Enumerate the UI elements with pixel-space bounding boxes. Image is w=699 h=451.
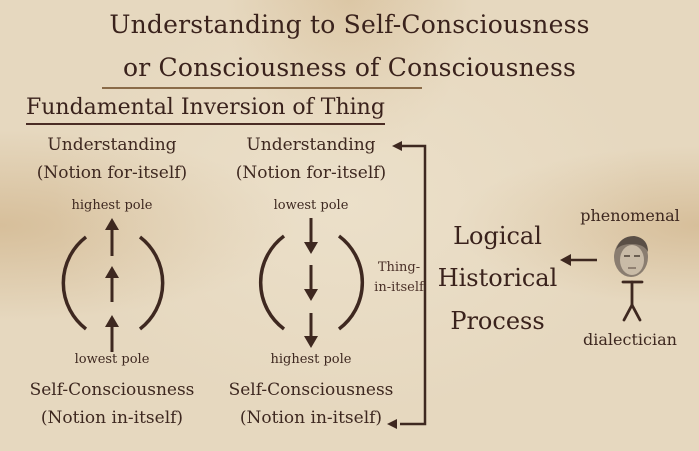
middle-cycle-parentheses [258, 234, 365, 331]
figure-top-label: phenomenal [580, 206, 680, 225]
dialectician-portrait-icon [614, 236, 648, 277]
inversion-bracket-connector [387, 141, 427, 429]
left-up-arrows-icon [105, 218, 119, 352]
left-top-sublabel: (Notion for-itself) [36, 163, 188, 183]
thing-in-itself-label-1: Thing- [377, 260, 421, 275]
title-divider [102, 87, 422, 89]
figure-bottom-label: dialectician [583, 330, 677, 349]
left-cycle-parentheses [61, 235, 165, 331]
process-historical: Historical [437, 264, 558, 292]
middle-top-pole: lowest pole [273, 198, 349, 213]
left-bottom-label: Self-Consciousness [29, 380, 195, 400]
middle-bottom-pole: highest pole [270, 352, 352, 367]
middle-top-sublabel: (Notion for-itself) [235, 163, 387, 183]
process-process: Process [450, 307, 545, 335]
subtitle: Fundamental Inversion of Thing [26, 93, 385, 125]
thing-in-itself-label-2: in-itself [374, 280, 424, 295]
left-bottom-pole: lowest pole [74, 352, 150, 367]
left-bottom-sublabel: (Notion in-itself) [40, 408, 184, 428]
title-line-2: or Consciousness of Consciousness [122, 53, 577, 82]
figure-to-process-arrow-icon [560, 254, 597, 266]
left-top-pole: highest pole [71, 198, 153, 213]
middle-bottom-label: Self-Consciousness [228, 380, 394, 400]
process-logical: Logical [453, 222, 542, 250]
title-line-1: Understanding to Self-Consciousness [109, 10, 590, 39]
left-top-label: Understanding [47, 135, 177, 155]
middle-bottom-sublabel: (Notion in-itself) [239, 408, 383, 428]
stick-figure-body-icon [621, 280, 644, 322]
middle-down-arrows-icon [304, 218, 318, 348]
middle-top-label: Understanding [246, 135, 376, 155]
